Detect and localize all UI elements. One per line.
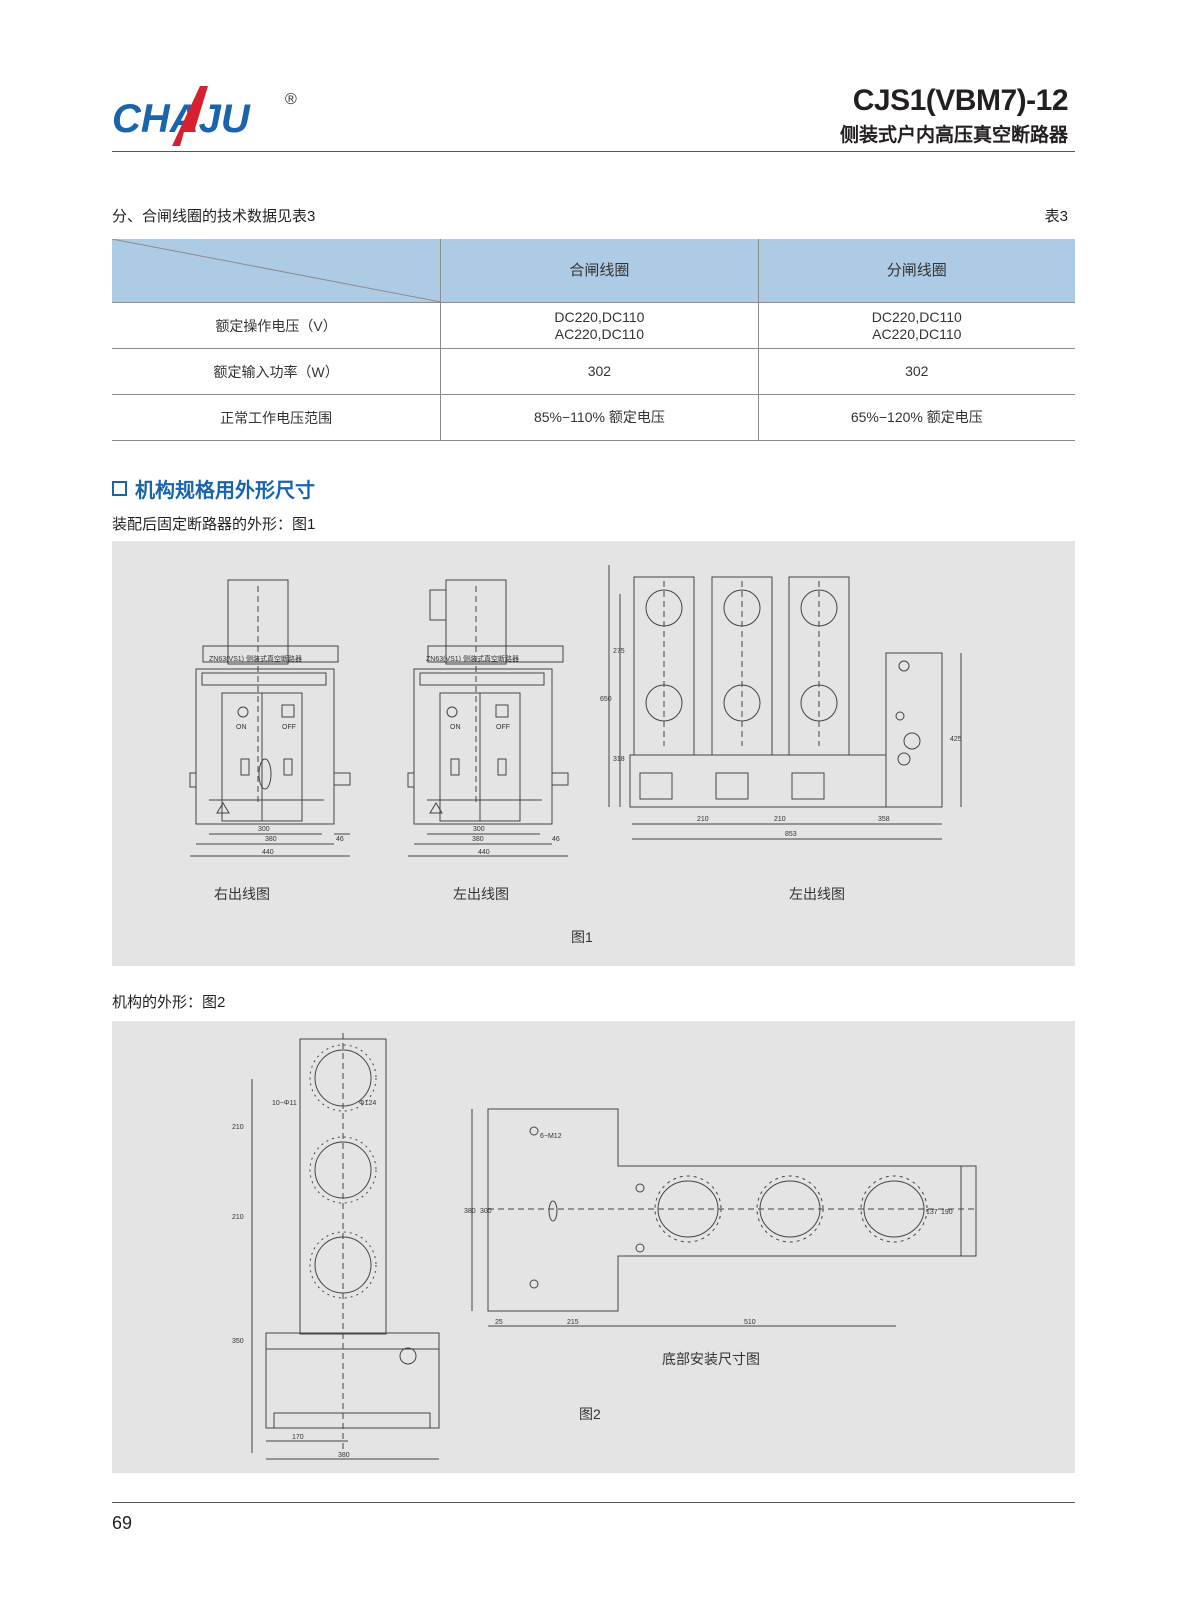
- dim-350: 350: [232, 1338, 244, 1345]
- figure1-intro: 装配后固定断路器的外形：图1: [112, 516, 316, 533]
- table-cell: 65%−120% 额定电压: [757, 394, 1075, 441]
- table-row: 额定输入功率（W） 302 302: [112, 348, 1075, 395]
- dim-210: 210: [697, 816, 709, 823]
- dim-137: 137: [926, 1209, 938, 1216]
- footer-rule: [112, 1502, 1075, 1503]
- dim-318: 318: [613, 756, 625, 763]
- logo-red-a-mark: [172, 86, 208, 146]
- dim-300: 300: [480, 1208, 492, 1215]
- diagonal-corner-cell: [112, 239, 441, 303]
- switch-label-off: OFF: [496, 724, 510, 731]
- mechanism-front-view: [251, 1033, 440, 1460]
- figure2-drawing: 10−Φ11 Φ124 210 210 350 170 380 6−M12 38…: [232, 1033, 977, 1460]
- dim-380: 380: [464, 1208, 476, 1215]
- figure2-caption: 图2: [579, 1406, 601, 1422]
- product-subtitle: 侧装式户内高压真空断路器: [839, 125, 1068, 146]
- dim-210: 210: [774, 816, 786, 823]
- section-title: 机构规格用外形尺寸: [135, 480, 315, 502]
- dim-380: 380: [338, 1452, 350, 1459]
- dim-650: 650: [600, 696, 612, 703]
- row-label: 额定操作电压（V）: [112, 302, 441, 349]
- figure2-intro: 机构的外形：图2: [112, 994, 226, 1011]
- checkbox-square-icon: [112, 481, 127, 496]
- dim-440: 440: [478, 849, 490, 856]
- column-header-open-coil: 分闸线圈: [757, 239, 1075, 303]
- table-caption: 分、合闸线圈的技术数据见表3: [112, 208, 316, 225]
- nameplate-text: ZN63(VS1) 侧装式真空断路器: [426, 654, 519, 663]
- table-number: 表3: [1044, 208, 1068, 225]
- figure1-caption: 图1: [571, 929, 593, 945]
- row-label: 额定输入功率（W）: [112, 348, 441, 395]
- row-label: 正常工作电压范围: [112, 394, 441, 441]
- front-view-left-outlet: [407, 579, 569, 857]
- table-header-row: 合闸线圈 分闸线圈: [112, 239, 1075, 303]
- dim-holes: 10−Φ11: [272, 1100, 297, 1107]
- table-row: 正常工作电压范围 85%−110% 额定电压 65%−120% 额定电压: [112, 394, 1075, 441]
- dim-425: 425: [950, 736, 962, 743]
- view-label-side: 左出线图: [789, 886, 845, 902]
- chaju-logo: CHAJU ®: [112, 80, 312, 158]
- page-number: 69: [112, 1513, 133, 1533]
- column-header-close-coil: 合闸线圈: [440, 239, 759, 303]
- table-cell: 85%−110% 额定电压: [440, 394, 759, 441]
- view-label-right-outlet: 右出线图: [214, 886, 270, 902]
- figure1-panel: ZN63(VS1) 侧装式真空断路器 ZN63(VS1) 侧装式真空断路器 ON…: [112, 541, 1075, 966]
- dim-46: 46: [336, 836, 344, 843]
- header-rule: [112, 151, 1075, 152]
- table-cell: 302: [757, 348, 1075, 395]
- dim-510: 510: [744, 1319, 756, 1326]
- front-view-right-outlet: [189, 579, 351, 857]
- dim-380: 380: [265, 836, 277, 843]
- dim-300: 300: [258, 826, 270, 833]
- figure2-panel: 10−Φ11 Φ124 210 210 350 170 380 6−M12 38…: [112, 1021, 1075, 1473]
- section-heading: 机构规格用外形尺寸: [112, 474, 315, 503]
- dim-diameter: Φ124: [359, 1100, 376, 1107]
- dim-170: 170: [292, 1434, 304, 1441]
- registered-mark: ®: [285, 91, 297, 108]
- figure1-drawing: ZN63(VS1) 侧装式真空断路器 ZN63(VS1) 侧装式真空断路器 ON…: [189, 565, 962, 857]
- dim-190: 190: [941, 1209, 953, 1216]
- product-model: CJS1(VBM7)-12: [852, 84, 1069, 117]
- view-label-left-outlet: 左出线图: [453, 886, 509, 902]
- bottom-mounting-view: [471, 1108, 977, 1327]
- dim-380: 380: [472, 836, 484, 843]
- nameplate-text: ZN63(VS1) 侧装式真空断路器: [209, 654, 302, 663]
- dim-215: 215: [567, 1319, 579, 1326]
- bottom-mount-caption: 底部安装尺寸图: [662, 1351, 760, 1367]
- table-cell: 302: [440, 348, 759, 395]
- dim-275: 275: [613, 648, 625, 655]
- switch-label-off: OFF: [282, 724, 296, 731]
- dim-358: 358: [878, 816, 890, 823]
- dim-46: 46: [552, 836, 560, 843]
- dim-25: 25: [495, 1319, 503, 1326]
- dim-440: 440: [262, 849, 274, 856]
- side-view-left-outlet: [608, 565, 962, 840]
- dim-853: 853: [785, 831, 797, 838]
- dim-300: 300: [473, 826, 485, 833]
- dim-210: 210: [232, 1124, 244, 1131]
- switch-label-on: ON: [236, 724, 247, 731]
- dim-m12: 6−M12: [540, 1133, 562, 1140]
- switch-label-on: ON: [450, 724, 461, 731]
- dim-210: 210: [232, 1214, 244, 1221]
